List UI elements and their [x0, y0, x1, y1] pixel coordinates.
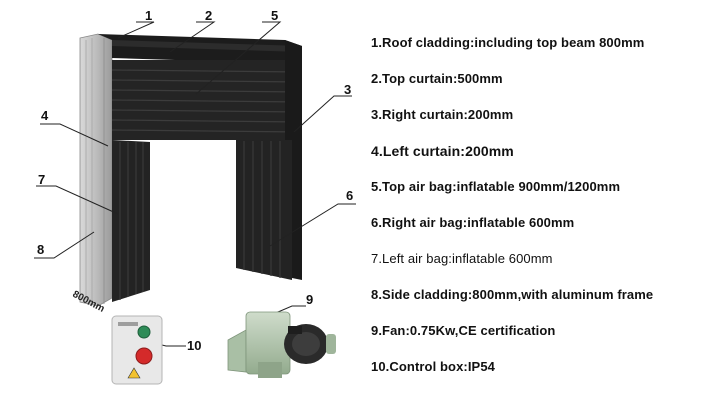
legend-item-5: 5.Top air bag:inflatable 900mm/1200mm — [371, 179, 621, 194]
warning-icon — [127, 367, 141, 379]
side-cladding-left — [79, 33, 113, 307]
callout-2: 2 — [205, 8, 212, 23]
callout-8: 8 — [37, 242, 44, 257]
right-curtain — [236, 140, 292, 280]
legend-item-10: 10.Control box:IP54 — [371, 359, 495, 374]
callout-numbers: 1 2 5 3 4 7 6 8 9 10 — [37, 8, 353, 353]
callout-5: 5 — [271, 8, 278, 23]
stop-button — [135, 347, 153, 365]
callout-3: 3 — [344, 82, 351, 97]
legend-item-4: 4.Left curtain:200mm — [371, 143, 514, 159]
left-curtain — [112, 140, 150, 302]
fan — [227, 311, 336, 378]
legend-item-7: 7.Left air bag:inflatable 600mm — [371, 251, 553, 266]
legend-item-3: 3.Right curtain:200mm — [371, 107, 514, 122]
callout-1: 1 — [145, 8, 152, 23]
legend-item-8: 8.Side cladding:800mm,with aluminum fram… — [371, 287, 654, 302]
legend-item-6: 6.Right air bag:inflatable 600mm — [371, 215, 575, 230]
dock-shelter — [79, 33, 303, 307]
legend-item-1: 1.Roof cladding:including top beam 800mm — [371, 35, 645, 50]
callout-4: 4 — [41, 108, 49, 123]
legend-item-2: 2.Top curtain:500mm — [371, 71, 503, 86]
callout-6: 6 — [346, 188, 353, 203]
callout-7: 7 — [38, 172, 45, 187]
legend-item-9: 9.Fan:0.75Kw,CE certification — [371, 323, 556, 338]
start-button — [137, 325, 151, 339]
callout-10: 10 — [187, 338, 201, 353]
callout-9: 9 — [306, 292, 313, 307]
control-box — [111, 315, 163, 385]
